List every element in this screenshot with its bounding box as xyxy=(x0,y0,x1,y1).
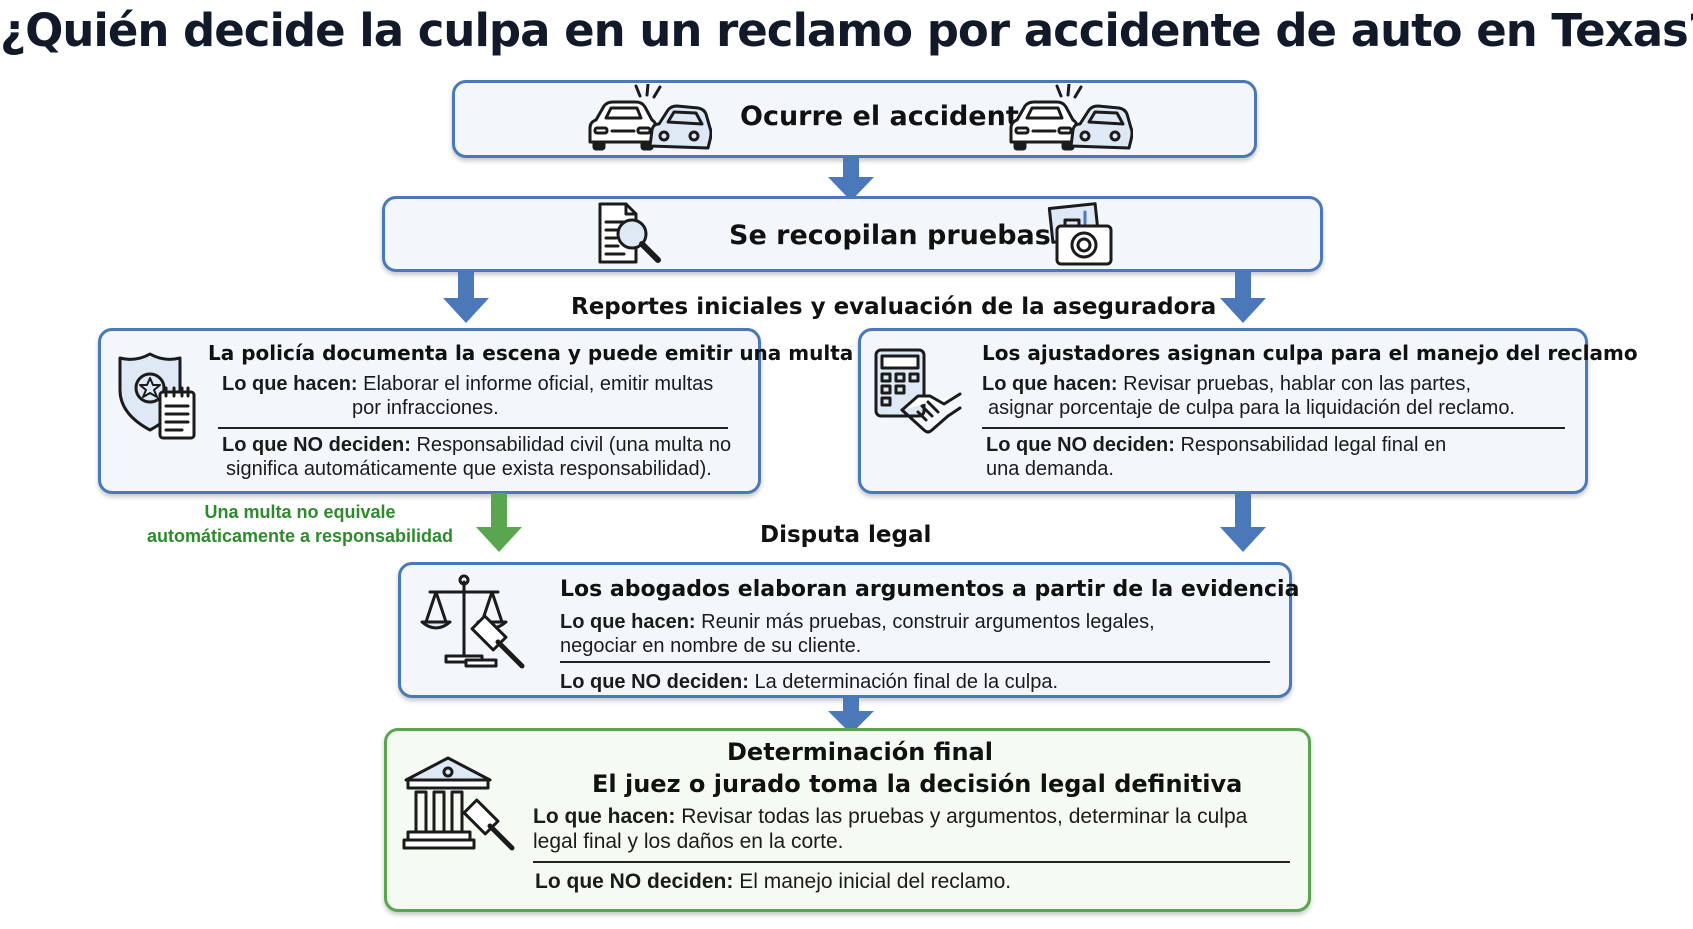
section-label-initial: Reportes iniciales y evaluación de la as… xyxy=(571,294,1217,320)
police-do-line-1: Lo que hacen: Elaborar el informe oficia… xyxy=(222,373,714,395)
car-crash-icon xyxy=(1009,84,1133,151)
scales-gavel-icon xyxy=(420,574,525,669)
camera-photo-icon xyxy=(1047,202,1113,266)
final-do-line-1: Lo que hacen: Revisar todas las pruebas … xyxy=(533,805,1248,828)
adjusters-not-line-1: Lo que NO deciden: Responsabilidad legal… xyxy=(986,434,1447,456)
arrow-down-left xyxy=(443,271,489,323)
arrow-down xyxy=(828,157,874,201)
police-box xyxy=(98,328,761,494)
adjusters-divider xyxy=(982,427,1565,429)
arrow-down-right-2 xyxy=(1220,493,1266,552)
adjusters-do-line-2: asignar porcentaje de culpa para la liqu… xyxy=(988,397,1515,419)
step-evidence-box xyxy=(382,196,1323,272)
lawyers-do-line-2: negociar en nombre de su cliente. xyxy=(560,635,862,657)
step-evidence-title: Se recopilan pruebas xyxy=(729,220,1051,251)
fine-note-line-2: automáticamente a responsabilidad xyxy=(146,526,454,546)
final-title-1: Determinación final xyxy=(727,738,993,766)
page-title: ¿Quién decide la culpa en un reclamo por… xyxy=(0,4,1693,57)
lawyers-divider xyxy=(560,661,1270,663)
lawyers-do-line-1: Lo que hacen: Reunir más pruebas, constr… xyxy=(560,611,1155,633)
lawyers-box xyxy=(398,562,1292,698)
fine-note: Una multa no equivale automáticamente a … xyxy=(132,500,468,548)
step-accident-title: Ocurre el accidente xyxy=(740,101,1038,132)
final-box xyxy=(384,728,1311,912)
car-crash-icon xyxy=(588,84,712,151)
final-title-2: El juez o jurado toma la decisión legal … xyxy=(592,770,1243,798)
courthouse-gavel-icon xyxy=(402,756,515,851)
section-label-dispute: Disputa legal xyxy=(760,522,932,548)
police-divider xyxy=(218,427,728,429)
police-not-line-1: Lo que NO deciden: Responsabilidad civil… xyxy=(222,434,732,456)
police-badge-report-icon xyxy=(118,352,196,440)
arrow-down-right xyxy=(1220,271,1266,323)
arrow-down-green xyxy=(476,493,522,552)
final-do-line-2: legal final y los daños en la corte. xyxy=(533,830,844,853)
calculator-handshake-icon xyxy=(874,348,962,434)
final-divider xyxy=(533,861,1290,863)
adjusters-title: Los ajustadores asignan culpa para el ma… xyxy=(982,341,1638,365)
adjusters-box xyxy=(858,328,1588,494)
adjusters-not-line-2: una demanda. xyxy=(986,458,1114,480)
police-title: La policía documenta la escena y puede e… xyxy=(208,341,854,365)
document-magnifier-icon xyxy=(598,202,661,264)
adjusters-do-line-1: Lo que hacen: Revisar pruebas, hablar co… xyxy=(982,373,1472,395)
fine-note-line-1: Una multa no equivale xyxy=(204,502,396,522)
police-do-line-2: por infracciones. xyxy=(352,397,499,419)
lawyers-not-line-1: Lo que NO deciden: La determinación fina… xyxy=(560,671,1058,693)
arrow-down-final xyxy=(828,697,874,734)
police-not-line-2: significa automáticamente que exista res… xyxy=(226,458,712,480)
final-not-line-1: Lo que NO deciden: El manejo inicial del… xyxy=(535,870,1012,893)
lawyers-title: Los abogados elaboran argumentos a parti… xyxy=(560,577,1300,602)
